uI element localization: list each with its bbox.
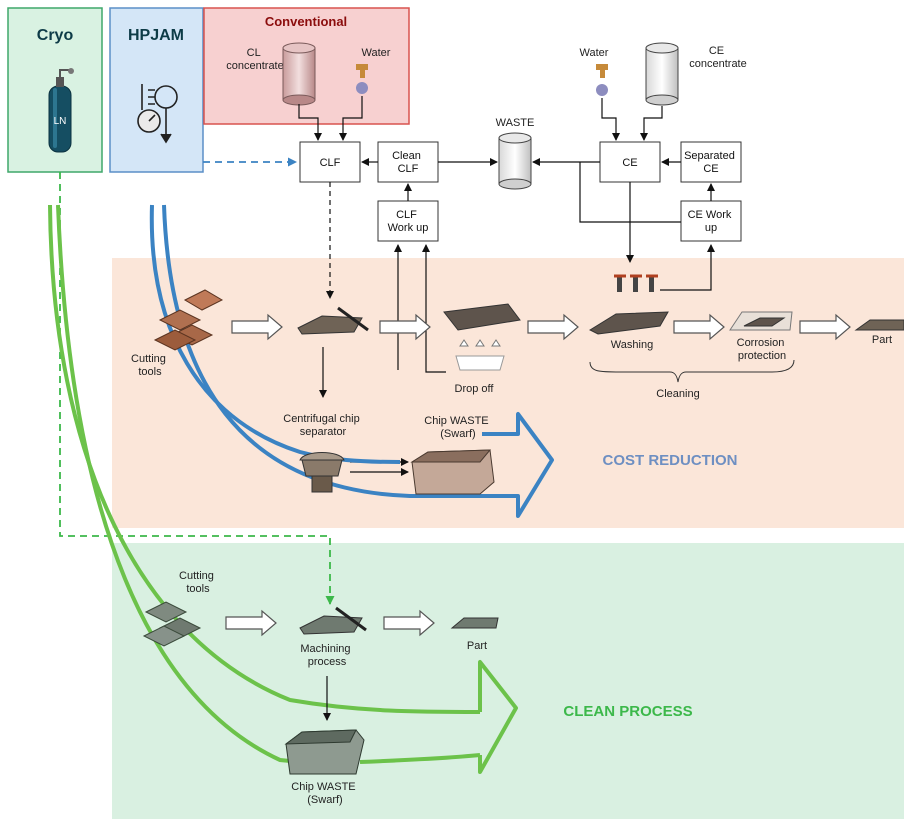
ce-concentrate-tank-icon [645,42,679,106]
cost-reduction-arrow [482,412,554,518]
clean-clf-box [377,141,439,183]
corrosion-protection-icon [729,311,793,331]
ln-label: LN [54,116,67,127]
centrifugal-separator-icon [299,452,345,493]
part-label: Part [872,334,892,346]
drop-off-icon [443,303,521,371]
cost-reduction-label: COST REDUCTION [603,452,738,469]
cryo-title: Cryo [37,27,74,44]
cleaning-label: Cleaning [656,388,699,400]
ce-workup-label: CE Work up [688,209,735,234]
part-icon [854,319,904,331]
drop-off-label: Drop off [455,383,495,395]
ln-cylinder-icon: LN [48,68,74,153]
chip-waste-bin-icon [410,449,495,495]
water-right-label: Water [580,47,609,59]
water-tap-left-icon [356,64,368,94]
water-tap-right-icon [596,64,608,96]
machining-part-icon [297,306,369,335]
cryo-flow-lines [48,204,481,764]
clf-workup-box [377,200,439,242]
clf-label: CLF [320,157,341,169]
water-left-label: Water [362,47,391,59]
hpjam-pump-icon [137,84,178,144]
washing-label: Washing [611,339,653,351]
cl-concentrate-label: CL concentrate [226,47,283,72]
centrifugal-label: Centrifugal chip separator [283,413,363,438]
clean-process-arrow [478,660,518,774]
clean-clf-label: Clean CLF [392,150,424,175]
cost-reduction-region [112,258,904,528]
separated-ce-box [680,141,742,183]
separated-ce-label: Separated CE [684,150,738,175]
ce-label: CE [622,157,637,169]
clean-part-icon [450,617,499,629]
clean-chip-waste-label: Chip WASTE (Swarf) [291,781,358,806]
chip-waste-label: Chip WASTE (Swarf) [424,415,491,440]
ce-workup-box [680,200,742,242]
clf-box [299,141,361,183]
clean-chip-waste-bin-icon [284,729,365,775]
waste-label: WASTE [496,117,535,129]
clean-process-label: CLEAN PROCESS [563,703,692,720]
clean-part-label: Part [467,640,487,652]
waste-tank-icon [498,132,532,190]
conventional-title: Conventional [265,14,347,29]
cleaning-brace [589,359,795,383]
clean-cutting-tools-icon [142,601,202,647]
corrosion-label: Corrosion protection [737,337,788,362]
hpjam-panel [109,7,204,173]
hpjam-flow-lines [149,204,515,498]
process-hollow-arrows [225,313,851,637]
clean-machining-label: Machining process [300,643,353,668]
cutting-tools-icon [153,289,224,351]
washing-icon [588,274,669,335]
hpjam-title: HPJAM [128,27,184,44]
clean-cutting-tools-label: Cutting tools [179,570,217,595]
clean-process-region [112,543,904,819]
clf-workup-label: CLF Work up [388,209,429,234]
cutting-tools-label: Cutting tools [131,353,169,378]
clean-machining-icon [299,606,367,635]
ce-concentrate-label: CE concentrate [689,45,746,70]
cl-concentrate-tank-icon [282,42,316,106]
